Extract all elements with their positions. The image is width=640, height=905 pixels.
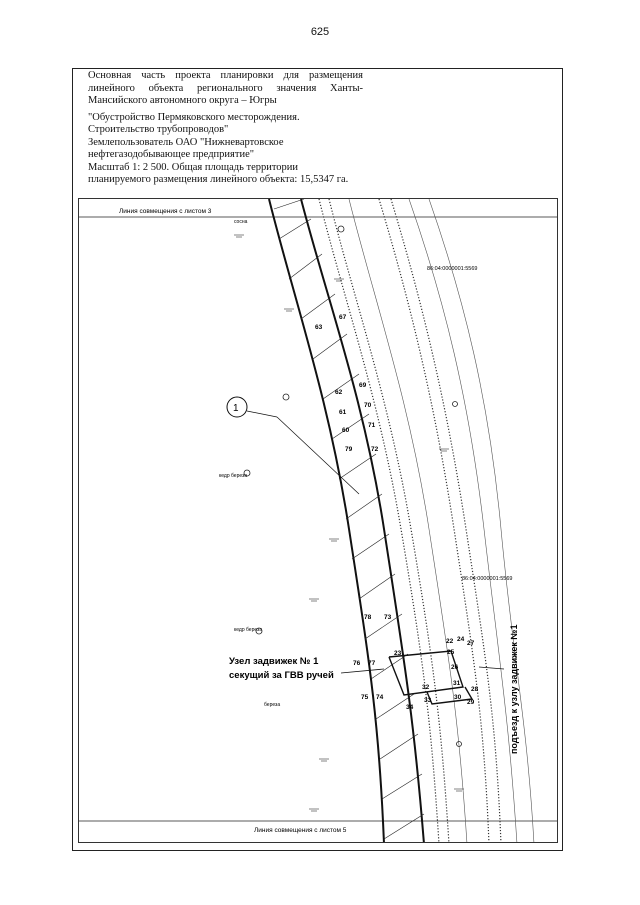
- point-label: 24: [457, 636, 465, 643]
- point-label: 29: [467, 699, 475, 706]
- point-label: 63: [315, 324, 323, 331]
- tree-label-bottom: береза: [264, 702, 280, 708]
- match-line-top-label: Линия совмещения с листом 3: [119, 208, 212, 215]
- project-name-line-1: "Обустройство Пермяковского месторождени…: [88, 111, 300, 123]
- tree-label-top: сосна: [234, 219, 248, 225]
- title-block: Основная часть проекта планировки для ра…: [80, 70, 380, 187]
- road-outline: [348, 199, 535, 842]
- access-road-label: подъезд к узлу задвижек №1: [509, 625, 519, 754]
- point-label: 31: [453, 680, 461, 687]
- document-heading: Основная часть проекта планировки для ра…: [88, 70, 363, 106]
- corridor-hatching: [273, 199, 425, 840]
- land-user-line-2: нефтегазодобывающее предприятие": [88, 149, 255, 160]
- tree-label-lower: кедр береза: [234, 627, 262, 633]
- point-label: 76: [353, 660, 361, 667]
- point-label: 28: [471, 686, 479, 693]
- callout-leader-b: [276, 416, 360, 495]
- point-label: 34: [406, 704, 414, 711]
- scale-line-1: Масштаб 1: 2 500. Общая площадь территор…: [88, 161, 299, 173]
- point-label: 77: [368, 660, 376, 667]
- callout-circle: [226, 396, 248, 418]
- point-label: 67: [339, 314, 347, 321]
- road-edges: [318, 199, 502, 842]
- point-label: 32: [422, 684, 430, 691]
- map-frame: Линия совмещения с листом 3 Линия совмещ…: [78, 198, 558, 843]
- tree-label-mid: кедр береза: [219, 473, 247, 479]
- point-label: 26: [451, 664, 459, 671]
- point-label: 73: [384, 614, 392, 621]
- point-label: 74: [376, 694, 384, 701]
- point-label: 79: [345, 446, 353, 453]
- point-label: 27: [467, 640, 475, 647]
- point-label: 78: [364, 614, 372, 621]
- access-leader: [478, 666, 505, 670]
- project-name-line-2: Строительство трубопроводов": [88, 124, 229, 135]
- point-label: 60: [342, 427, 350, 434]
- ground-symbols: [234, 234, 464, 812]
- callout-leader-a: [246, 410, 278, 418]
- point-label: 69: [359, 382, 367, 389]
- page-number: 625: [310, 26, 330, 38]
- point-label: 70: [364, 402, 372, 409]
- point-label: 62: [335, 389, 343, 396]
- point-label: 30: [454, 694, 462, 701]
- callout-number: 1: [233, 403, 239, 414]
- cadastral-number-1: 86:04:0000001:5569: [427, 266, 477, 272]
- plan-map: Линия совмещения с листом 3 Линия совмещ…: [79, 199, 557, 842]
- point-label: 25: [447, 649, 455, 656]
- valve-leader: [340, 668, 385, 674]
- point-label: 61: [339, 409, 347, 416]
- valve-node-label-1: Узел задвижек № 1: [229, 656, 319, 667]
- point-labels: 63 62 61 60 79 78 76 77 75 74 67 69 70 7…: [315, 314, 479, 711]
- document-sheet: [72, 68, 563, 851]
- corridor-boundary: [268, 199, 425, 842]
- cadastral-number-2: 86:04:0000001:5569: [462, 576, 512, 582]
- scale-line-2: планируемого размещения линейного объект…: [88, 174, 349, 185]
- point-label: 23: [394, 650, 402, 657]
- point-label: 72: [371, 446, 379, 453]
- point-label: 71: [368, 422, 376, 429]
- match-line-bottom-label: Линия совмещения с листом 5: [254, 827, 347, 834]
- point-label: 22: [446, 638, 454, 645]
- point-label: 33: [424, 697, 432, 704]
- tree-icons: [243, 225, 462, 747]
- point-label: 75: [361, 694, 369, 701]
- valve-node-label-2: секущий за ГВВ ручей: [229, 670, 334, 681]
- land-user-line-1: Землепользователь ОАО "Нижневартовское: [88, 136, 284, 148]
- valve-node-area: [388, 650, 474, 705]
